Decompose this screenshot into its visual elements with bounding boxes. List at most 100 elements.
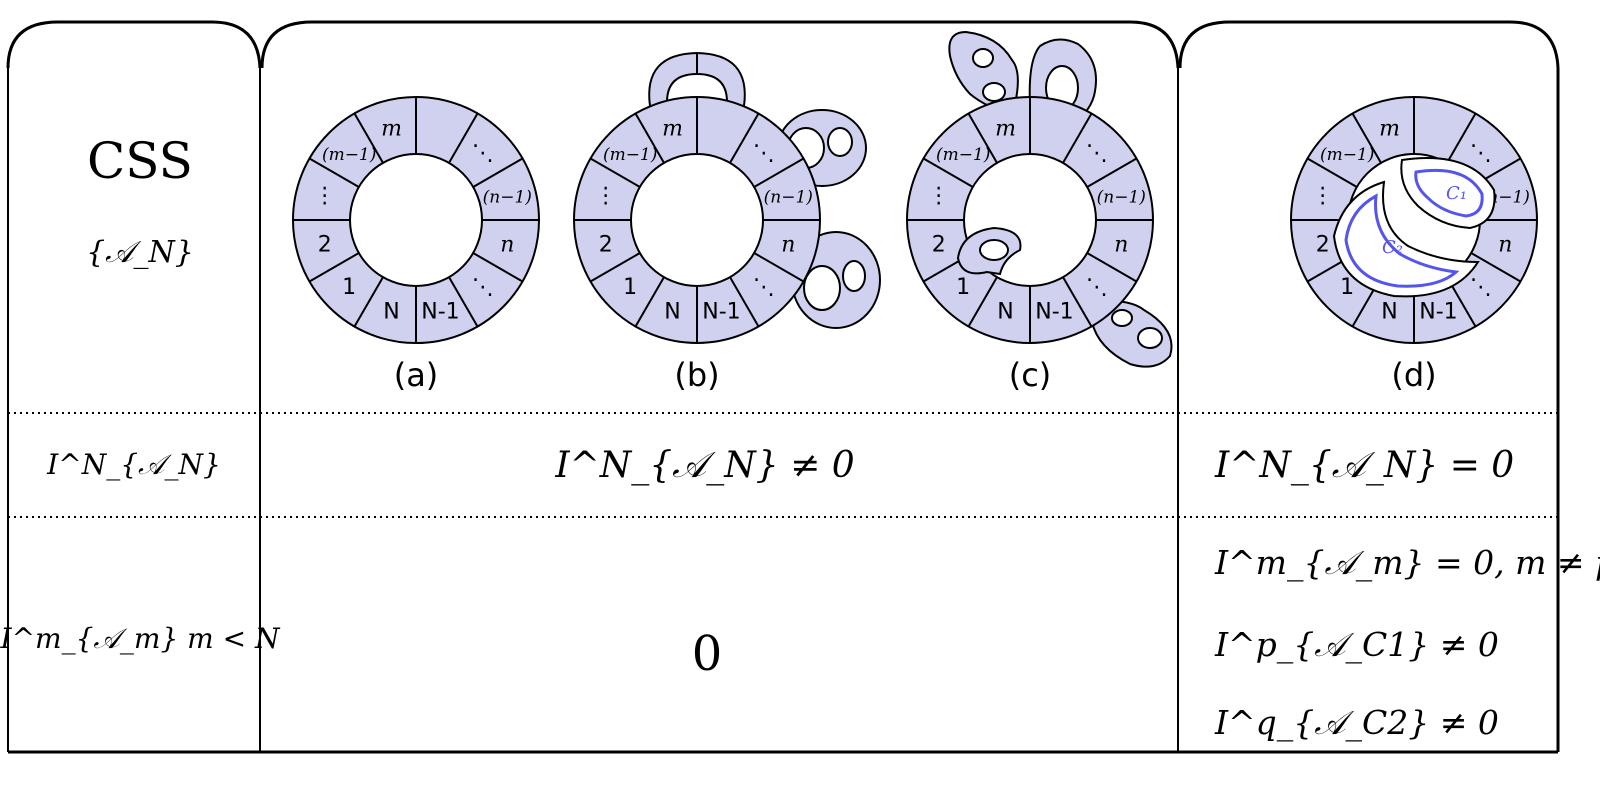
ring-d-segment-label: m (1379, 117, 1400, 142)
ring-a-segment-label: N (383, 299, 399, 324)
row-label-n: I^N_{𝒜_N} (46, 448, 221, 481)
ring-c-divider (1086, 252, 1138, 283)
ring-c-divider (922, 157, 974, 188)
header-subset: {𝒜_N} (86, 235, 194, 270)
ring-a-segment-label: N-1 (421, 299, 459, 324)
ring-c-divider (1062, 276, 1093, 328)
ring-a-segment-label: m (381, 117, 402, 142)
tube-top-left-hole (972, 48, 994, 68)
ring-b-divider (589, 252, 641, 283)
ring-d-divider (1306, 157, 1358, 188)
ring-a-divider (308, 157, 360, 188)
ring-c-segment-label: m (995, 117, 1016, 142)
ring-d-segment-label: ⋱ (1470, 141, 1492, 166)
value-d-m1: I^m_{𝒜_m} = 0, m ≠ p, q (1214, 543, 1600, 583)
ring-c-segment-label: (n−1) (1097, 188, 1146, 208)
ring-b-divider (753, 252, 805, 283)
value-d-m3: I^q_{𝒜_C2} ≠ 0 (1214, 703, 1499, 743)
contour-c2 (1344, 193, 1460, 288)
handle-lower-right-hole-2 (842, 260, 866, 292)
ring-c-segment-label: 1 (956, 275, 970, 300)
ring-d-divider (1470, 252, 1522, 283)
ring-c-segment-label: 2 (932, 232, 946, 257)
ring-c-segment-label: n (1114, 232, 1128, 257)
ring-b-segment-label: ⋮ (595, 184, 617, 209)
value-abc-n: I^N_{𝒜_N} ≠ 0 (554, 445, 854, 486)
ring-b-divider (634, 276, 665, 328)
ring-d-segment-label: (m−1) (1320, 145, 1374, 165)
row-label-m: I^m_{𝒜_m} m < N (0, 622, 281, 655)
ring-b-segment-label: 2 (599, 232, 613, 257)
ring-a-divider (448, 112, 479, 164)
ring-b-segment-label: n (781, 232, 795, 257)
tube-top-left-hole-2 (982, 82, 1006, 102)
region-c2-cut (1332, 180, 1480, 298)
ring-b-divider (753, 157, 805, 188)
ring-a-segment-label: (n−1) (483, 188, 532, 208)
ring-b-divider (729, 276, 760, 328)
ring-diagrams: m⋱(n−1)n⋱N-1N12⋮(m−1)m⋱(n−1)n⋱N-1N12⋮(m−… (291, 96, 1539, 344)
panel-c-attachments (948, 30, 1173, 368)
handle-upper-right-hole-2 (827, 127, 853, 157)
ring-a-segment-label: n (500, 232, 514, 257)
ring-a-divider (472, 252, 524, 283)
value-abc-m: 0 (692, 626, 723, 682)
ring-c-divider (1062, 112, 1093, 164)
ring-d-segment-label: N-1 (1419, 299, 1457, 324)
caption-b: (b) (674, 356, 719, 394)
ring-a-segment-label: ⋱ (472, 141, 494, 166)
ring-c-segment-label: N (997, 299, 1013, 324)
ring-b-segment-label: N-1 (702, 299, 740, 324)
tube-bottom-right-hole (1137, 327, 1163, 349)
ring-b-segment-label: (n−1) (764, 188, 813, 208)
ring-c-divider (1086, 157, 1138, 188)
header-arch-right (1178, 20, 1560, 69)
panel-d-contours: C₁ C₂ (1332, 157, 1496, 298)
ring-a-divider (353, 276, 384, 328)
ring-b-divider (729, 112, 760, 164)
ring-c-segment-label: ⋮ (928, 184, 950, 209)
ring-b-divider (634, 112, 665, 164)
ring-d-segment-label: 2 (1316, 232, 1330, 257)
caption-a: (a) (394, 356, 439, 394)
ring-c-segment-label: N-1 (1035, 299, 1073, 324)
ring-a-divider (448, 276, 479, 328)
ring-b-segment-label: ⋱ (753, 141, 775, 166)
ring-a-segment-label: ⋱ (472, 275, 494, 300)
header-arch-middle (260, 20, 1180, 69)
panel-c-inner-handle-hole (979, 239, 1009, 261)
ring-d-segment-label: N (1381, 299, 1397, 324)
ring-a-divider (353, 112, 384, 164)
table-frame (6, 20, 1560, 754)
ring-c-divider (967, 112, 998, 164)
contour-c2-label: C₂ (1382, 237, 1403, 258)
value-d-m2: I^p_{𝒜_C1} ≠ 0 (1214, 625, 1499, 665)
contour-c1 (1414, 168, 1484, 218)
ring-b-segment-label: ⋱ (753, 275, 775, 300)
ring-d-segment-label: 1 (1340, 275, 1354, 300)
tube-bottom-right-hole-2 (1111, 309, 1133, 327)
ring-d-segment-label: n (1498, 232, 1512, 257)
caption-c: (c) (1009, 356, 1052, 394)
ring-c-segment-label: (m−1) (936, 145, 990, 165)
ring-b-segment-label: m (662, 117, 683, 142)
ring-c-segment-label: ⋱ (1086, 275, 1108, 300)
ring-a-segment-label: (m−1) (322, 145, 376, 165)
ring-a-divider (472, 157, 524, 188)
contour-c1-label: C₁ (1446, 183, 1467, 204)
ring-b-segment-label: N (664, 299, 680, 324)
ring-d-segment-label: ⋱ (1470, 275, 1492, 300)
ring-b-segment-label: 1 (623, 275, 637, 300)
value-d-n: I^N_{𝒜_N} = 0 (1214, 445, 1514, 486)
ring-c-segment-label: ⋱ (1086, 141, 1108, 166)
ring-a-segment-label: 2 (318, 232, 332, 257)
ring-a-divider (308, 252, 360, 283)
ring-d-divider (1446, 112, 1477, 164)
handle-lower-right-hole (803, 265, 841, 311)
region-c1-cut (1400, 157, 1496, 230)
